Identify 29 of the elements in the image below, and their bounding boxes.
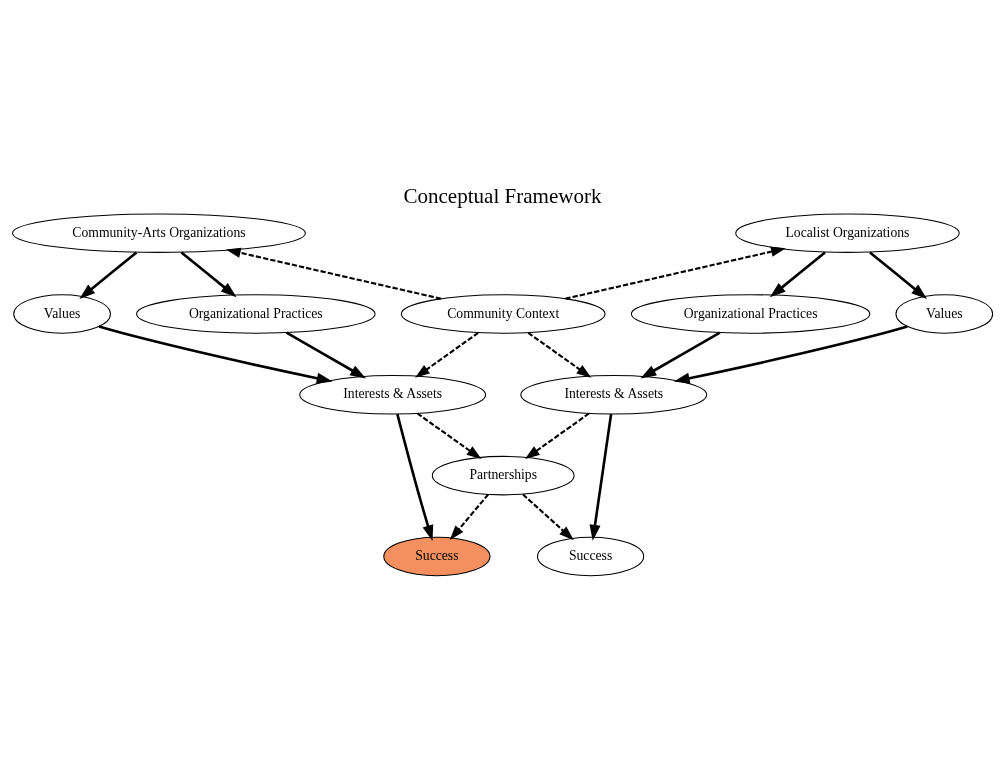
arrow (79, 250, 138, 299)
arrow (415, 331, 479, 378)
node-ellipse: Organizational Practices (136, 293, 376, 334)
node-ellipse: Localist Organizations (735, 212, 960, 253)
arrow (396, 413, 434, 541)
arrow (416, 412, 482, 459)
arrow (225, 247, 441, 300)
node-ellipse: Community Context (400, 293, 606, 334)
arrow (180, 250, 237, 297)
arrow (522, 493, 574, 540)
node-ellipse: Partnerships (431, 455, 575, 495)
arrow (589, 413, 613, 541)
node-ellipse: Values (895, 293, 994, 334)
diagram-title: Conceptual Framework (403, 183, 602, 208)
arrow (640, 331, 721, 378)
arrow (673, 324, 908, 384)
node-ellipse: Organizational Practices (630, 293, 871, 334)
node-ellipse: Values (13, 293, 111, 334)
arrow (565, 246, 786, 300)
node-ellipse: Success (383, 536, 491, 576)
arrow (285, 331, 366, 378)
arrow (869, 250, 928, 299)
arrow (769, 250, 826, 297)
node-ellipse: Success (537, 536, 645, 576)
arrow (527, 331, 592, 378)
node-ellipse: Community-Arts Organizations (12, 212, 306, 253)
arrow (449, 493, 489, 540)
arrow (98, 324, 333, 384)
arrow (524, 412, 590, 459)
